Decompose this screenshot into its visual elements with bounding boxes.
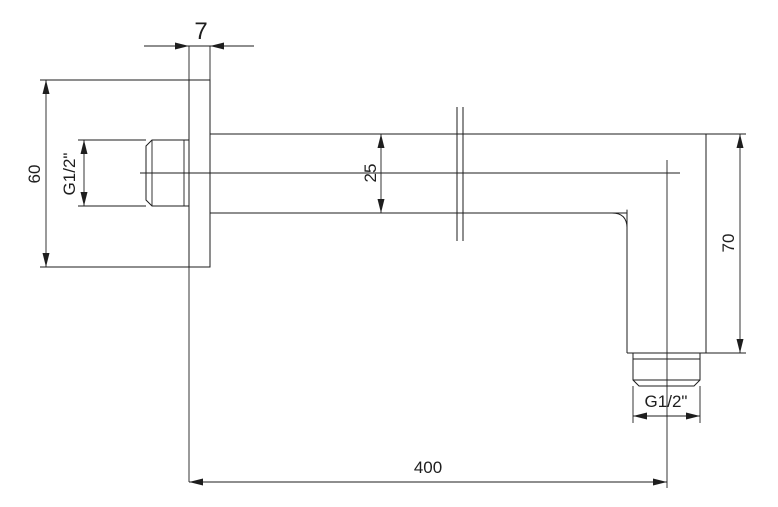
dimension-inlet-thread: G1/2": [60, 139, 146, 207]
shower-arm-body: [210, 107, 707, 354]
dimension-label-400: 400: [414, 458, 442, 477]
dimension-label-60: 60: [25, 165, 44, 184]
dimension-label-70: 70: [719, 234, 738, 253]
dimension-arm-height: 25: [361, 134, 385, 213]
dimension-drop-height: 70: [706, 133, 746, 354]
dimension-flange-height: 60: [25, 79, 189, 268]
dimension-arm-length: 400: [189, 458, 667, 486]
dimension-flange-thickness: 7: [144, 18, 254, 50]
dimension-label-inlet-thread: G1/2": [60, 153, 79, 196]
outlet-thread: [632, 353, 701, 387]
dimension-outlet-thread: G1/2": [632, 386, 701, 423]
dimension-label-outlet-thread: G1/2": [645, 392, 688, 411]
dimension-label-25: 25: [361, 164, 380, 183]
wall-flange: [188, 46, 211, 482]
center-lines: [140, 160, 680, 488]
dimension-label-7: 7: [194, 18, 207, 45]
